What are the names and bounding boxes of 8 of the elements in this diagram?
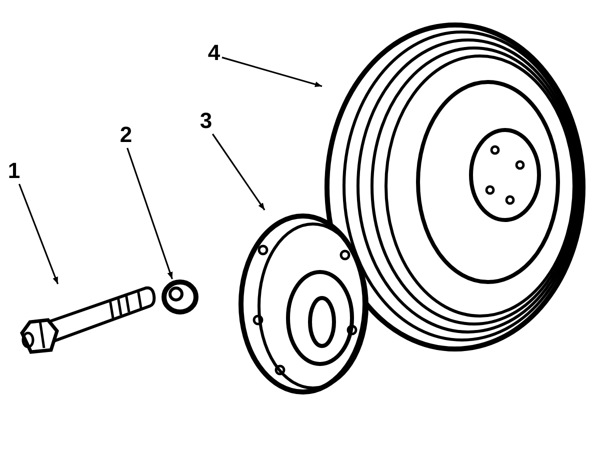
leader-arrow <box>126 148 173 280</box>
leader-arrow <box>18 184 59 284</box>
callout-number: 1 <box>6 160 22 184</box>
leader-arrow <box>212 134 266 210</box>
callout-number: 4 <box>206 42 222 66</box>
callout-number: 3 <box>198 110 214 134</box>
callout-number: 2 <box>118 124 134 148</box>
leader-arrow <box>222 56 322 88</box>
